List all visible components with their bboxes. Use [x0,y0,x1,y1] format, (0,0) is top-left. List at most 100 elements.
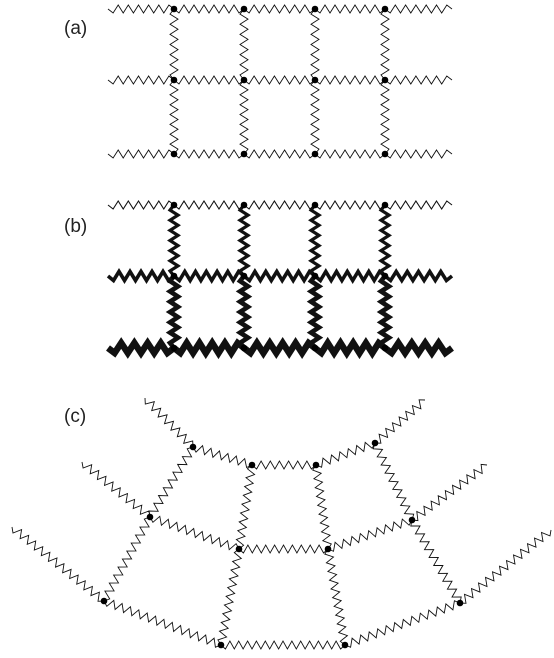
panel-a-horizontal-spring [173,75,245,85]
panel-a-horizontal-spring [314,4,386,14]
panel-c-node [248,461,256,469]
panel-c-horizontal-spring [251,460,317,470]
panel-b-horizontal-spring [383,337,454,359]
panel-b-node [311,272,319,280]
panel-a-node [240,5,248,13]
panel-c-horizontal-spring [315,441,376,468]
panel-c-outer-left-spring [11,526,105,602]
panel-b-node [170,201,178,209]
panel-b-node [381,272,389,280]
panel-c-vertical-spring [410,519,462,604]
panel-b-vertical-spring [165,274,183,350]
panel-b-node [240,201,248,209]
panel-c-vertical-spring [324,548,349,646]
panel-c-horizontal-spring [103,599,222,648]
panel-a-horizontal-spring [173,4,245,14]
panel-a-horizontal-spring [107,75,175,85]
panel-a-vertical-spring [239,8,249,81]
panel-a-node [311,76,319,84]
panel-a-horizontal-spring [173,149,245,159]
panel-a-node [381,5,389,13]
panel-a-node [170,150,178,158]
panel-b-node [170,344,178,352]
panel-a-horizontal-spring [384,4,453,14]
panel-a-vertical-spring [239,79,249,155]
panel-a-horizontal-spring [314,75,386,85]
panel-a-vertical-spring [310,8,320,81]
panel-c-node [324,545,332,553]
panel-a-node [170,76,178,84]
panel-b-horizontal-spring [242,337,317,359]
panel-b-label: (b) [64,216,87,237]
panel-a-horizontal-spring [107,149,175,159]
panel-a-node [240,76,248,84]
springs-layer [11,4,552,650]
panel-c-node [235,545,243,553]
panel-c-vertical-spring [235,464,256,550]
panel-c-node [189,443,197,451]
panel-a-vertical-spring [169,8,179,81]
panel-b-node [311,201,319,209]
panel-b-node [240,344,248,352]
panel-b-node [240,272,248,280]
panel-a-vertical-spring [310,79,320,155]
panel-a-label: (a) [64,18,87,39]
panel-b-vertical-spring [167,204,181,277]
panel-b-horizontal-spring [172,267,246,285]
panel-b-horizontal-spring [384,199,453,211]
panel-c-vertical-spring [217,548,243,646]
panel-a-horizontal-spring [107,4,175,14]
panel-a-vertical-spring [169,79,179,155]
panel-b-vertical-spring [376,274,394,350]
panel-c-vertical-spring [372,442,415,521]
panel-a-node [170,5,178,13]
panel-a-node [311,150,319,158]
panel-b-horizontal-spring [242,268,317,284]
nodes-layer [100,5,464,649]
panel-c-horizontal-spring [192,444,253,469]
panel-b-horizontal-spring [243,199,316,211]
panel-a-node [381,76,389,84]
panel-a-node [240,150,248,158]
panel-b-vertical-spring [378,204,392,277]
panel-c-node [371,439,379,447]
panel-a-node [311,5,319,13]
panel-c-vertical-spring [148,446,194,518]
panel-b-horizontal-spring [312,336,388,360]
panel-a-vertical-spring [380,79,390,155]
panel-b-horizontal-spring [171,336,247,360]
panel-a-horizontal-spring [384,149,453,159]
panel-b-vertical-spring [306,274,324,350]
panel-b-horizontal-spring [173,199,245,211]
panel-a-horizontal-spring [314,149,386,159]
panel-c-horizontal-spring [327,518,413,552]
panel-b-node [381,201,389,209]
panel-c-vertical-spring [312,464,332,550]
panel-b-node [381,344,389,352]
panel-b-node [170,272,178,280]
panel-c-vertical-spring [103,516,151,602]
panel-b-horizontal-spring [106,337,176,359]
panel-a-horizontal-spring [243,4,316,14]
panel-b-horizontal-spring [313,267,387,285]
panel-a-vertical-spring [380,8,390,81]
panel-c-horizontal-spring [220,640,346,650]
panel-c-outer-left-spring [144,397,194,448]
panel-a-horizontal-spring [243,75,316,85]
panel-b-horizontal-spring [106,268,176,284]
panel-c-node [456,599,464,607]
panel-c-node [408,516,416,524]
panel-c-node [100,597,108,605]
panel-a-horizontal-spring [243,149,316,159]
panel-c-node [146,513,154,521]
panel-b-vertical-spring [308,204,322,277]
panel-c-outer-left-spring [81,461,151,518]
panel-c-outer-right-spring [374,399,426,444]
panel-c-outer-right-spring [411,463,488,522]
panel-b-horizontal-spring [383,268,454,284]
panel-b-horizontal-spring [314,199,386,211]
panel-c-horizontal-spring [238,544,329,554]
panel-b-node [311,344,319,352]
panel-c-node [312,461,320,469]
